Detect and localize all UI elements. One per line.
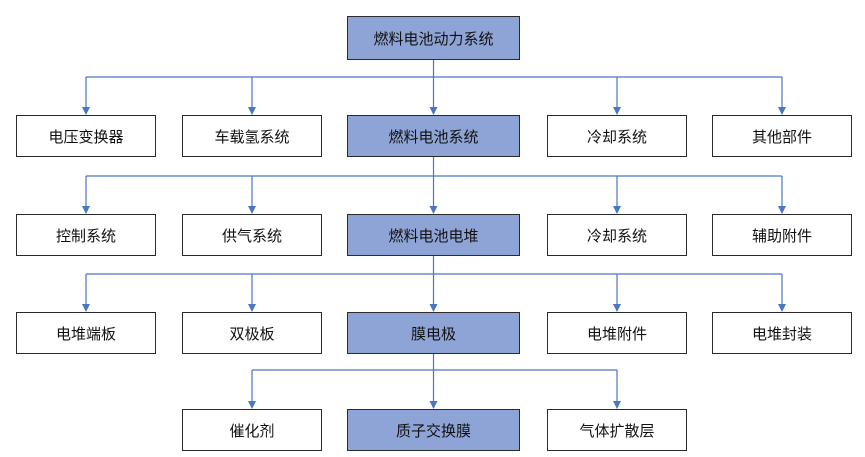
node-level3-5: 电堆封装: [712, 312, 852, 354]
node-label: 控制系统: [55, 226, 116, 245]
node-label: 车载氢系统: [214, 127, 290, 146]
node-label: 电堆附件: [586, 324, 647, 343]
node-label: 催化剂: [229, 421, 275, 440]
node-level2-3: 燃料电池电堆: [347, 214, 520, 256]
node-label: 其他部件: [751, 127, 812, 146]
node-label: 燃料电池动力系统: [373, 29, 494, 48]
node-level4-1: 催化剂: [182, 409, 322, 451]
node-label: 气体扩散层: [579, 421, 655, 440]
node-level1-5: 其他部件: [712, 115, 852, 157]
node-label: 电堆封装: [751, 324, 812, 343]
node-label: 质子交换膜: [395, 421, 471, 440]
node-label: 供气系统: [221, 226, 282, 245]
node-label: 辅助附件: [751, 226, 812, 245]
node-level3-1: 电堆端板: [16, 312, 156, 354]
node-label: 燃料电池电堆: [388, 226, 479, 245]
node-level4-2: 质子交换膜: [347, 409, 520, 451]
node-root: 燃料电池动力系统: [347, 16, 520, 60]
node-level3-4: 电堆附件: [547, 312, 687, 354]
node-label: 冷却系统: [586, 226, 647, 245]
node-label: 双极板: [229, 324, 275, 343]
node-level3-2: 双极板: [182, 312, 322, 354]
node-label: 冷却系统: [586, 127, 647, 146]
node-level1-3: 燃料电池系统: [347, 115, 520, 157]
node-level4-3: 气体扩散层: [547, 409, 687, 451]
node-label: 电压变换器: [48, 127, 124, 146]
node-label: 电堆端板: [55, 324, 116, 343]
node-label: 燃料电池系统: [388, 127, 479, 146]
node-level2-1: 控制系统: [16, 214, 156, 256]
node-level2-4: 冷却系统: [547, 214, 687, 256]
node-level1-2: 车载氢系统: [182, 115, 322, 157]
node-level2-2: 供气系统: [182, 214, 322, 256]
node-level2-5: 辅助附件: [712, 214, 852, 256]
node-level3-3: 膜电极: [347, 312, 520, 354]
node-level1-4: 冷却系统: [547, 115, 687, 157]
node-label: 膜电极: [410, 324, 456, 343]
node-level1-1: 电压变换器: [16, 115, 156, 157]
